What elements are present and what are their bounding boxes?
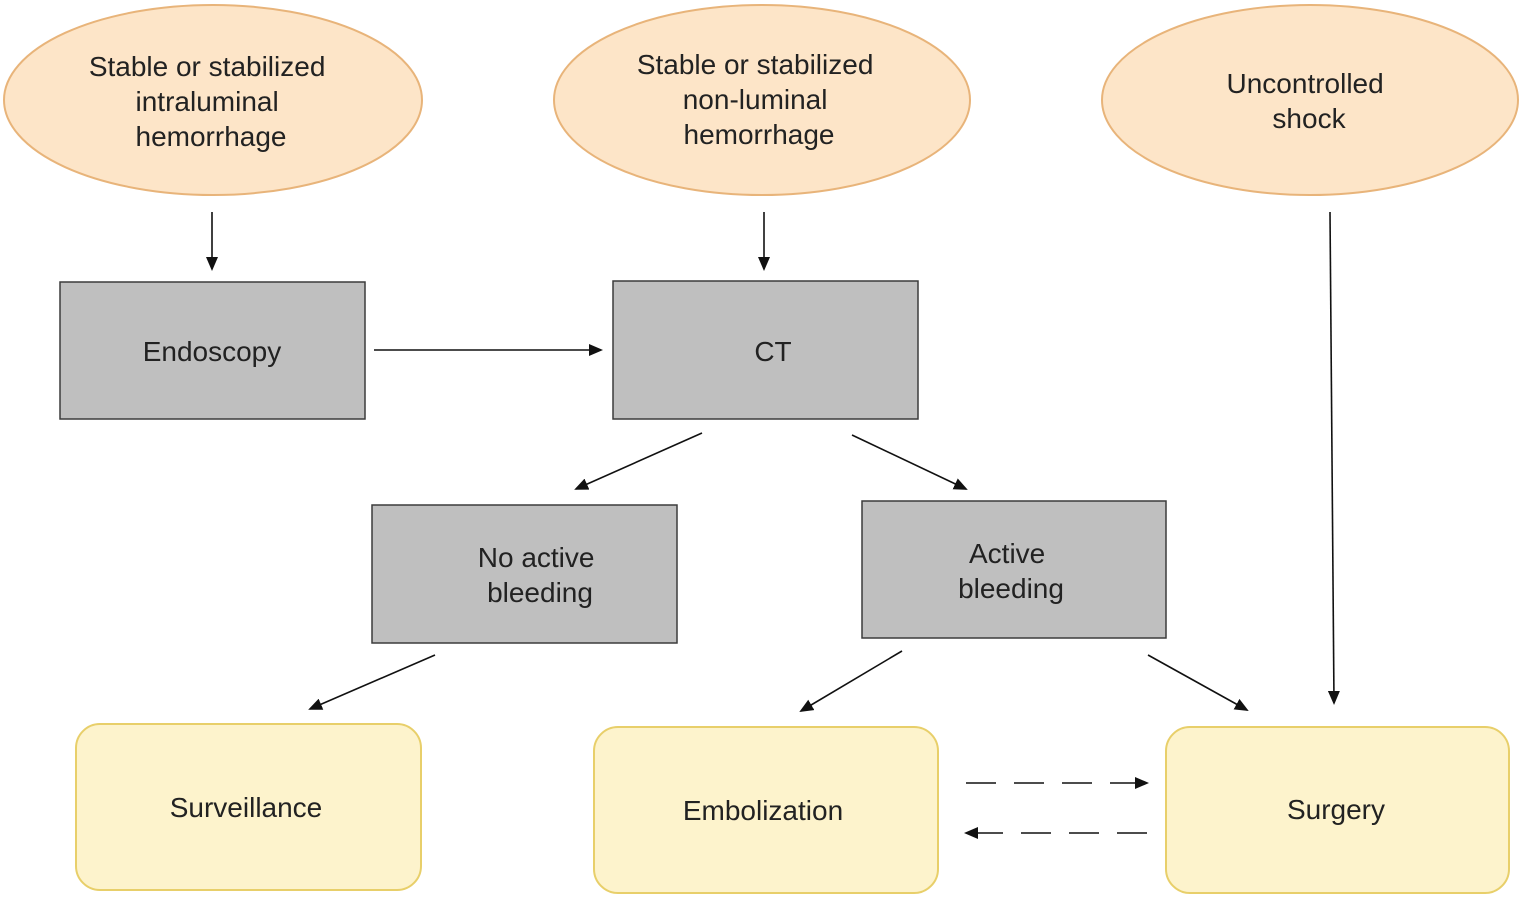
node-no-active-bleeding: No active bleeding — [371, 504, 678, 644]
node-surgery-text: Surgery — [1287, 794, 1385, 825]
node-ct: CT — [612, 280, 919, 420]
node-ct-text: CT — [754, 336, 791, 367]
node-nonluminal-text: Stable or stabilized non-luminal hemorrh… — [637, 49, 881, 150]
node-shock-text: Uncontrolled shock — [1227, 68, 1392, 134]
node-endoscopy-text: Endoscopy — [143, 336, 282, 367]
arrow-ct-to-no-active — [574, 432, 703, 490]
node-surveillance-text: Surveillance — [170, 792, 323, 823]
arrow-shock-to-surgery — [1327, 211, 1340, 705]
node-embolization: Embolization — [593, 726, 939, 894]
node-embolization-text: Embolization — [683, 795, 843, 826]
node-endoscopy: Endoscopy — [59, 281, 366, 420]
arrow-ct-to-active — [851, 434, 968, 490]
arrow-active-to-surgery — [1147, 654, 1249, 711]
arrow-no-active-to-surveillance — [308, 654, 436, 710]
node-uncontrolled-shock: Uncontrolled shock — [1101, 4, 1519, 196]
node-no-active-text: No active bleeding — [478, 542, 603, 608]
node-intraluminal-hemorrhage: Stable or stabilized intraluminal hemorr… — [3, 4, 423, 196]
node-surveillance: Surveillance — [75, 723, 422, 891]
node-intraluminal-text: Stable or stabilized intraluminal hemorr… — [89, 51, 333, 152]
node-active-bleeding: Active bleeding — [861, 500, 1167, 639]
node-active-text: Active bleeding — [958, 538, 1064, 604]
arrow-active-to-embolization — [799, 650, 903, 713]
node-surgery: Surgery — [1165, 726, 1510, 894]
node-nonluminal-hemorrhage: Stable or stabilized non-luminal hemorrh… — [553, 4, 971, 196]
